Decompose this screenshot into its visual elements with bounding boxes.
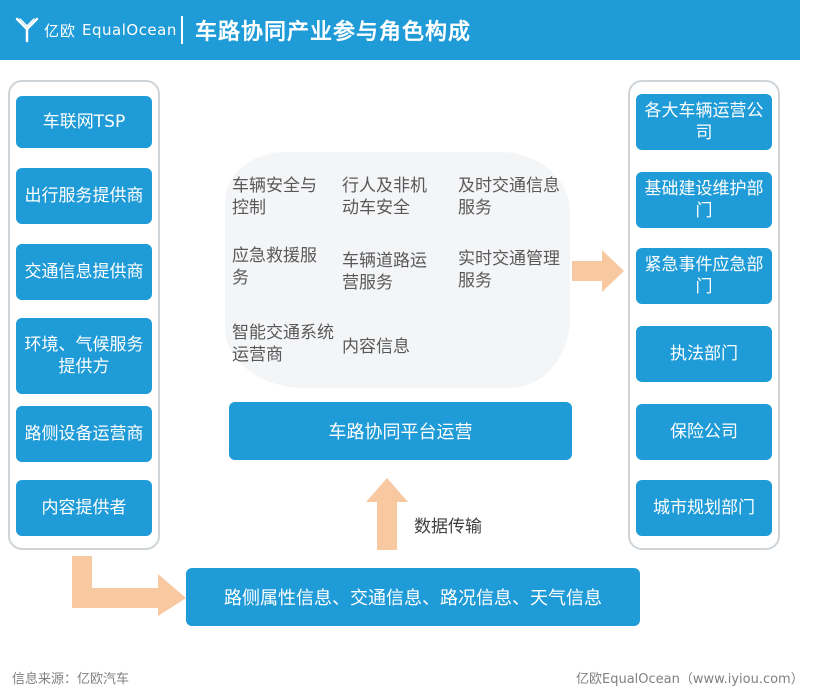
left-role-box: 交通信息提供商 bbox=[16, 244, 152, 300]
right-role-box: 保险公司 bbox=[636, 404, 772, 460]
service-item: 及时交通信息服务 bbox=[458, 176, 560, 218]
data-info-bar: 路侧属性信息、交通信息、路况信息、天气信息 bbox=[186, 568, 640, 626]
service-item: 车辆道路运营服务 bbox=[342, 251, 427, 293]
logo-cn-text: 亿欧 bbox=[44, 21, 77, 40]
right-role-box: 基础建设维护部门 bbox=[636, 172, 772, 228]
right-roles-panel bbox=[628, 80, 780, 550]
left-role-box: 内容提供者 bbox=[16, 480, 152, 536]
services-cloud bbox=[225, 152, 570, 388]
logo-en-text: EqualOcean bbox=[82, 21, 177, 39]
left-role-box: 车联网TSP bbox=[16, 96, 152, 148]
page-title: 车路协同产业参与角色构成 bbox=[195, 20, 472, 45]
service-item: 实时交通管理服务 bbox=[458, 249, 560, 291]
service-item: 智能交通系统运营商 bbox=[232, 323, 334, 365]
right-role-box: 执法部门 bbox=[636, 326, 772, 382]
brand-footer: 亿欧EqualOcean（www.iyiou.com） bbox=[576, 672, 804, 687]
service-item: 内容信息 bbox=[342, 337, 410, 357]
equalocean-logo-icon bbox=[15, 17, 39, 43]
elbow-arrow-icon bbox=[72, 556, 186, 616]
data-transfer-label: 数据传输 bbox=[414, 517, 482, 537]
left-role-box: 环境、气候服务提供方 bbox=[16, 318, 152, 394]
header-bar: 亿欧 EqualOcean 车路协同产业参与角色构成 bbox=[0, 0, 800, 60]
right-role-box: 紧急事件应急部门 bbox=[636, 248, 772, 304]
right-role-box: 城市规划部门 bbox=[636, 480, 772, 536]
service-item: 应急救援服务 bbox=[232, 246, 317, 288]
left-role-box: 出行服务提供商 bbox=[16, 168, 152, 224]
platform-box: 车路协同平台运营 bbox=[229, 402, 572, 460]
right-role-box: 各大车辆运营公司 bbox=[636, 94, 772, 150]
brand-logo: 亿欧 EqualOcean bbox=[14, 16, 177, 44]
left-role-box: 路侧设备运营商 bbox=[16, 406, 152, 462]
service-item: 行人及非机动车安全 bbox=[342, 176, 427, 218]
arrow-up-icon bbox=[366, 478, 408, 550]
arrow-right-icon bbox=[572, 250, 624, 292]
service-item: 车辆安全与控制 bbox=[232, 176, 317, 218]
source-note: 信息来源：亿欧汽车 bbox=[12, 672, 130, 687]
header-divider bbox=[181, 16, 183, 44]
left-roles-panel bbox=[8, 80, 160, 550]
